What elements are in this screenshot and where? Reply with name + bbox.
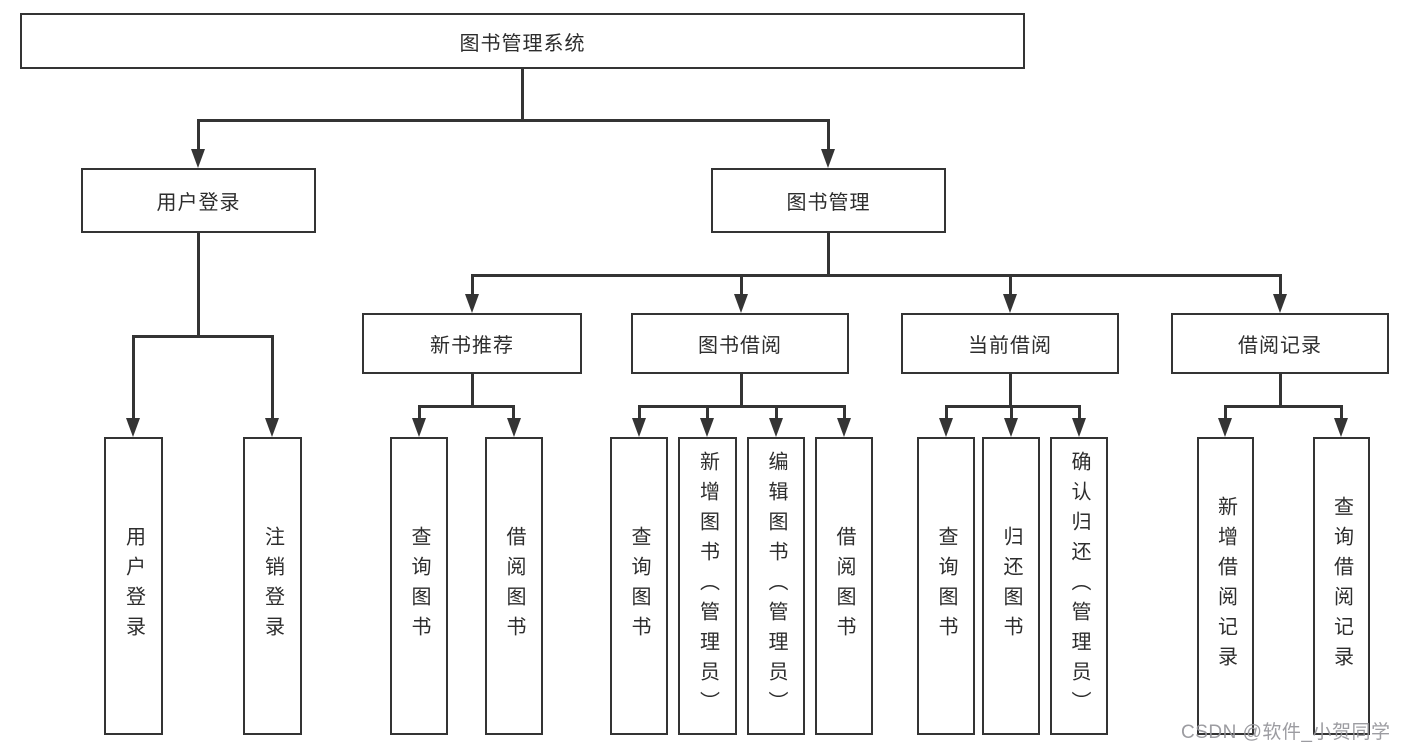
connector-leaf-shaft (1009, 274, 1012, 297)
leaf-bb-edit-book-admin: 编辑图书（管理员） (747, 437, 805, 735)
connector-book-mgmt-stem (827, 233, 830, 276)
leaf-nb-borrow-book-label: 借阅图书 (503, 526, 525, 646)
arrowhead-down (939, 418, 953, 437)
node-current-borrow-label: 当前借阅 (968, 335, 1052, 357)
leaf-bb-add-book-admin: 新增图书（管理员） (678, 437, 737, 735)
leaf-cb-return-book: 归还图书 (982, 437, 1040, 735)
leaf-cb-query-book: 查询图书 (917, 437, 975, 735)
leaf-br-add-record: 新增借阅记录 (1197, 437, 1254, 735)
leaf-bb-borrow-book: 借阅图书 (815, 437, 873, 735)
connector-user-login-shaft (197, 119, 200, 152)
leaf-cb-query-book-label: 查询图书 (935, 526, 957, 646)
leaf-bb-query-book: 查询图书 (610, 437, 668, 735)
connector-leaf-shaft (775, 405, 778, 422)
leaf-user-login-label: 用户登录 (122, 526, 145, 646)
connector-leaf-shaft (843, 405, 846, 422)
node-root-label: 图书管理系统 (459, 32, 586, 55)
leaf-nb-query-book: 查询图书 (390, 437, 448, 735)
node-book-borrow-label: 图书借阅 (698, 335, 782, 357)
connector-leaf-shaft (471, 274, 474, 297)
connector-borrow-record-stem (1279, 374, 1282, 407)
connector-book-mgmt-shaft (827, 119, 830, 152)
arrowhead-down (1334, 418, 1348, 437)
connector-leaf-shaft (512, 405, 515, 422)
leaf-bb-add-book-admin-label: 新增图书（管理员） (696, 451, 719, 721)
node-user-login: 用户登录 (81, 168, 316, 233)
arrowhead-down (1003, 294, 1017, 313)
connector-new-book-hbar (418, 405, 515, 408)
connector-leaf-shaft (1279, 274, 1282, 297)
connector-borrow-record-hbar (1224, 405, 1342, 408)
arrowhead-down (412, 418, 426, 437)
csdn-watermark: CSDN @软件_小贺同学 (1181, 722, 1391, 743)
arrowhead-down (632, 418, 646, 437)
arrowhead-down (734, 294, 748, 313)
leaf-bb-borrow-book-label: 借阅图书 (833, 526, 855, 646)
connector-book-borrow-hbar (638, 405, 845, 408)
connector-leaf-shaft (945, 405, 948, 422)
connector-leaf-shaft (1224, 405, 1227, 422)
leaf-cb-return-book-label: 归还图书 (1000, 526, 1022, 646)
leaf-logout-label: 注销登录 (261, 526, 284, 646)
connector-current-borrow-hbar (945, 405, 1080, 408)
node-new-book-recommend-label: 新书推荐 (430, 335, 514, 357)
arrowhead-down (1273, 294, 1287, 313)
arrowhead-down (1072, 418, 1086, 437)
connector-current-borrow-stem (1009, 374, 1012, 407)
node-new-book-recommend: 新书推荐 (362, 313, 582, 374)
leaf-cb-confirm-return-admin: 确认归还（管理员） (1050, 437, 1108, 735)
connector-leaf-shaft (1340, 405, 1343, 422)
leaf-nb-borrow-book: 借阅图书 (485, 437, 543, 735)
connector-level2-hbar (197, 119, 830, 122)
arrowhead-down (507, 418, 521, 437)
connector-leaf-shaft (132, 335, 135, 421)
node-borrow-record: 借阅记录 (1171, 313, 1389, 374)
connector-leaf-shaft (271, 335, 274, 421)
node-book-management: 图书管理 (711, 168, 946, 233)
arrowhead-down (837, 418, 851, 437)
leaf-logout: 注销登录 (243, 437, 302, 735)
node-user-login-label: 用户登录 (156, 192, 241, 214)
arrowhead-down (465, 294, 479, 313)
arrowhead-down (126, 418, 140, 437)
leaf-br-query-record-label: 查询借阅记录 (1330, 496, 1353, 676)
connector-leaf-shaft (1010, 405, 1013, 422)
connector-leaf-shaft (638, 405, 641, 422)
connector-book-borrow-stem (740, 374, 743, 407)
node-current-borrow: 当前借阅 (901, 313, 1119, 374)
arrowhead-down (265, 418, 279, 437)
leaf-br-query-record: 查询借阅记录 (1313, 437, 1370, 735)
connector-new-book-stem (471, 374, 474, 407)
leaf-user-login: 用户登录 (104, 437, 163, 735)
leaf-br-add-record-label: 新增借阅记录 (1214, 496, 1237, 676)
connector-leaf-shaft (418, 405, 421, 422)
arrowhead-down (191, 149, 205, 168)
node-book-management-label: 图书管理 (786, 192, 871, 214)
connector-user-login-stem (197, 233, 200, 337)
connector-leaf-shaft (740, 274, 743, 297)
arrowhead-down (821, 149, 835, 168)
connector-level3-hbar (471, 274, 1281, 277)
arrowhead-down (1004, 418, 1018, 437)
leaf-bb-edit-book-admin-label: 编辑图书（管理员） (765, 451, 787, 721)
node-book-borrow: 图书借阅 (631, 313, 849, 374)
arrowhead-down (1218, 418, 1232, 437)
connector-user-login-hbar (132, 335, 274, 338)
node-borrow-record-label: 借阅记录 (1238, 335, 1322, 357)
leaf-nb-query-book-label: 查询图书 (408, 526, 430, 646)
arrowhead-down (769, 418, 783, 437)
leaf-cb-confirm-return-admin-label: 确认归还（管理员） (1068, 451, 1090, 721)
leaf-bb-query-book-label: 查询图书 (628, 526, 650, 646)
connector-root-stem (521, 69, 524, 120)
connector-leaf-shaft (1078, 405, 1081, 422)
arrowhead-down (700, 418, 714, 437)
connector-leaf-shaft (706, 405, 709, 422)
node-root: 图书管理系统 (20, 13, 1025, 69)
